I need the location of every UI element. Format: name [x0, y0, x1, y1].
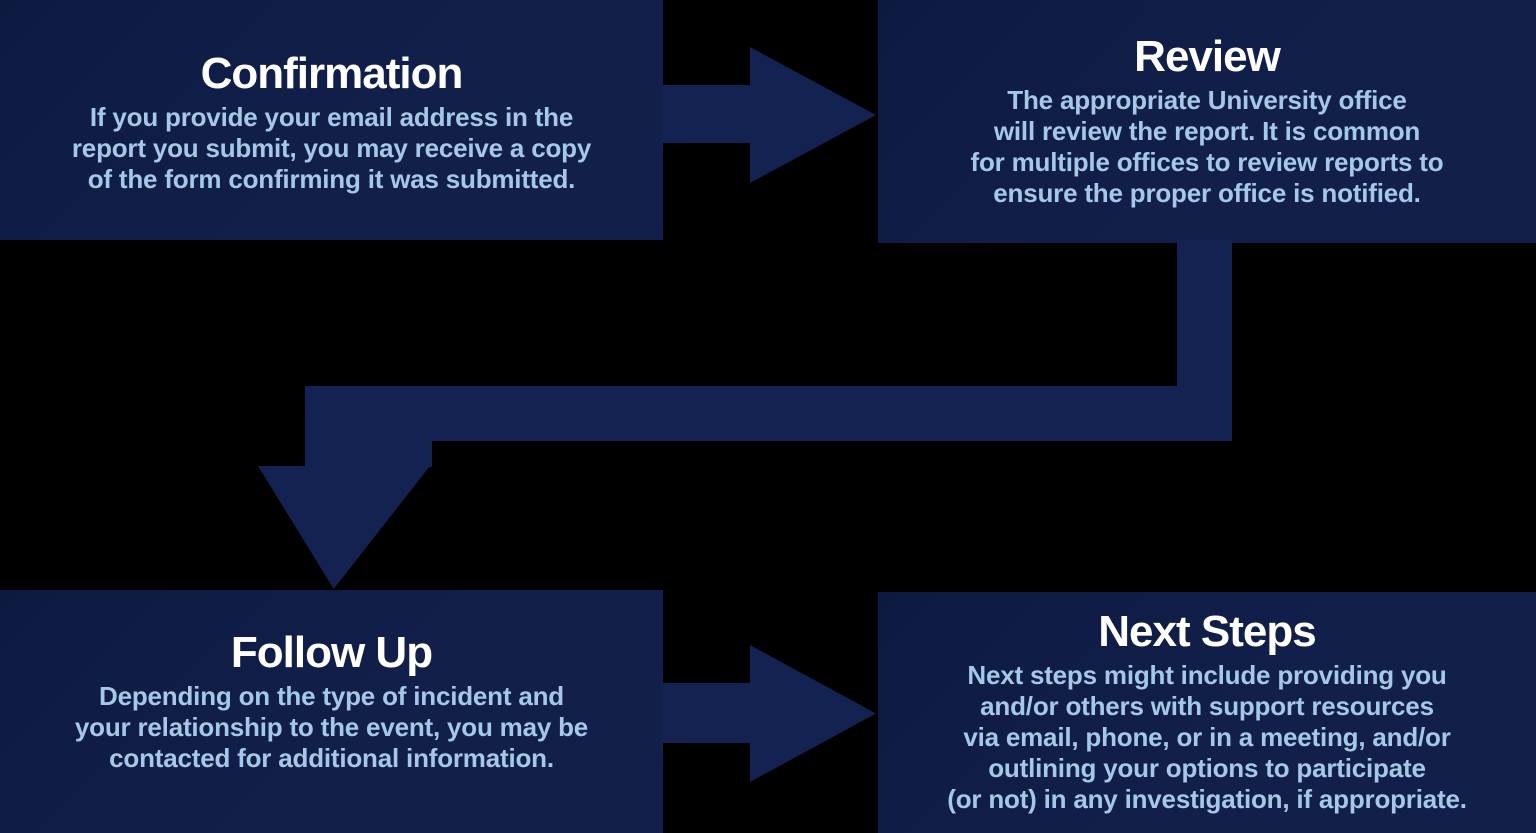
arrow-shaft: [661, 85, 755, 143]
step-box-next-steps: Next Steps Next steps might include prov…: [878, 592, 1536, 833]
arrow-head: [750, 47, 876, 183]
step-box-review: Review The appropriate University office…: [878, 0, 1536, 243]
step-title-review: Review: [1134, 31, 1281, 81]
step-box-confirmation: Confirmation If you provide your email a…: [0, 0, 663, 240]
elbow-horizontal-segment: [305, 386, 1232, 441]
step-title-next-steps: Next Steps: [1098, 607, 1316, 656]
step-title-confirmation: Confirmation: [200, 49, 464, 98]
arrow-head: [750, 645, 876, 782]
arrow-shaft: [661, 683, 755, 743]
step-box-follow-up: Follow Up Depending on the type of incid…: [0, 590, 663, 833]
step-body-next-steps: Next steps might include providing you a…: [947, 660, 1467, 814]
step-body-follow-up: Depending on the type of incident and yo…: [74, 681, 589, 773]
arrow-head-down: [258, 466, 430, 589]
step-title-follow-up: Follow Up: [230, 628, 433, 677]
elbow-corner-segment: [305, 386, 432, 467]
step-body-review: The appropriate University office will r…: [970, 84, 1444, 208]
step-body-confirmation: If you provide your email address in the…: [71, 102, 592, 194]
